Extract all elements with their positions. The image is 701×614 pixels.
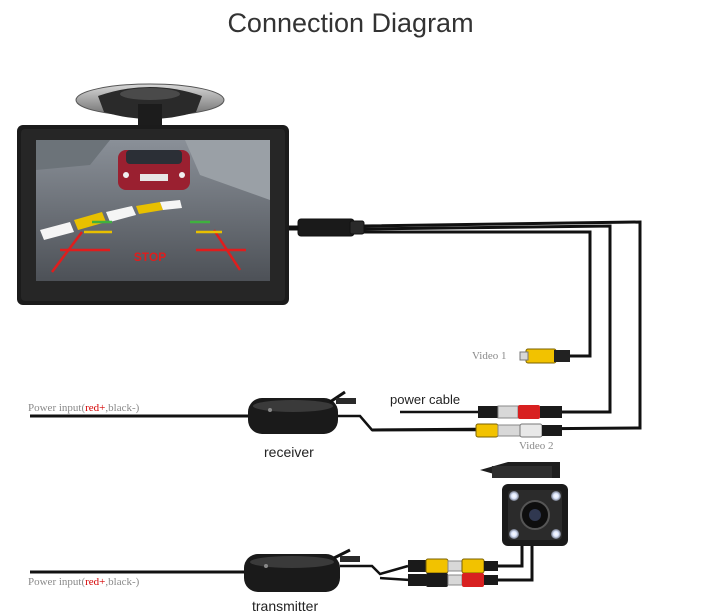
led-1 [509,491,519,501]
power-cable-connectors [400,405,562,419]
parking-guide-lines [51,220,246,273]
diagram-title: Connection Diagram [227,8,474,38]
stop-label: STOP [134,250,166,264]
transmitter-connectors [340,558,498,587]
suction-cup-mount [75,83,225,126]
power-cable-label: power cable [390,392,461,407]
power-input-suffix: ,black-) [105,576,140,588]
power-input-prefix: Power input( [28,402,86,414]
speed-bump [40,200,182,240]
led-4 [551,529,561,539]
video2-label: Video 2 [519,440,554,452]
video1-connector [519,348,570,364]
video1-label: Video 1 [472,350,507,362]
monitor: STOP [17,125,289,305]
power-input-prefix: Power input( [28,576,86,588]
transmitter-label: transmitter [252,598,319,614]
receiver-label: receiver [264,444,314,460]
video2-connectors [336,414,562,438]
led-3 [509,529,519,539]
receiver-power-input-label: Power input(red+,black-) [28,402,139,414]
led-2 [551,491,561,501]
car-image [118,150,190,190]
backup-camera [480,462,568,582]
power-input-red: red+ [85,576,106,588]
transmitter-module [244,548,360,592]
power-input-red: red+ [85,402,106,414]
power-input-suffix: ,black-) [105,402,140,414]
receiver-module [248,390,356,434]
transmitter-power-input-label: Power input(red+,black-) [28,576,139,588]
